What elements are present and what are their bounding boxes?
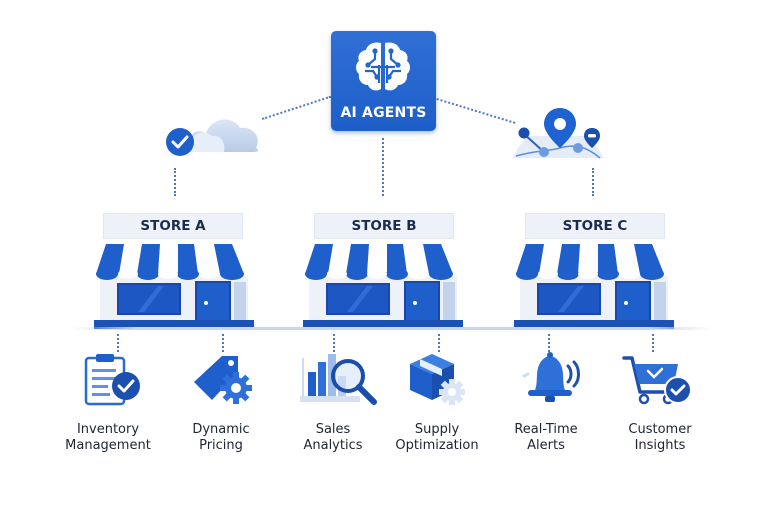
feature-line2: Management — [65, 438, 151, 453]
feature-line1: Sales — [315, 422, 351, 437]
connector-store-c-insights — [652, 334, 654, 352]
connector-map-store-c — [592, 168, 594, 196]
feature-pricing — [192, 352, 256, 408]
map-location — [508, 106, 608, 164]
feature-label-analytics: Sales Analytics — [273, 422, 393, 454]
feature-alerts — [514, 350, 584, 408]
clipboard-check-icon — [84, 354, 140, 406]
cloud-check — [162, 104, 268, 162]
feature-label-inventory: Inventory Management — [48, 422, 168, 454]
feature-line1: Inventory — [76, 422, 140, 437]
feature-label-pricing: Dynamic Pricing — [161, 422, 281, 454]
feature-line1: Dynamic — [192, 422, 250, 437]
feature-label-insights: Customer Insights — [600, 422, 720, 454]
feature-line1: Supply — [414, 422, 460, 437]
feature-line2: Insights — [634, 438, 686, 453]
feature-inventory — [82, 352, 144, 408]
feature-analytics — [298, 350, 380, 406]
connector-store-b-supply — [438, 334, 440, 352]
feature-supply — [406, 350, 470, 408]
store-c — [514, 242, 674, 330]
cart-check-icon — [622, 356, 692, 405]
brain-circuit-icon — [356, 42, 410, 91]
storefront-icon — [514, 244, 674, 329]
bell-icon — [522, 352, 580, 402]
store-a — [94, 242, 254, 330]
connector-store-b-analytics — [333, 334, 335, 352]
store-a-label: STORE A — [103, 213, 243, 239]
feature-line2: Analytics — [303, 438, 363, 453]
feature-line2: Alerts — [527, 438, 565, 453]
hub-label: AI AGENTS — [340, 105, 427, 121]
connector-store-c-alerts — [548, 334, 550, 352]
feature-line1: Real-Time — [514, 422, 578, 437]
feature-line2: Optimization — [395, 438, 479, 453]
ground-line — [72, 327, 712, 330]
store-b-label: STORE B — [314, 213, 454, 239]
feature-line1: Customer — [628, 422, 692, 437]
feature-label-alerts: Real-Time Alerts — [486, 422, 606, 454]
connector-store-a-pricing — [222, 334, 224, 352]
bar-chart-magnifier-icon — [300, 354, 377, 405]
connector-hub-map — [436, 98, 516, 124]
storefront-icon — [303, 244, 463, 329]
connector-cloud-store-a — [174, 168, 176, 196]
store-c-label: STORE C — [525, 213, 665, 239]
feature-insights — [622, 352, 696, 408]
storefront-icon — [94, 244, 254, 329]
connector-store-a-inventory — [117, 334, 119, 352]
ai-agents-hub: AI AGENTS — [331, 31, 436, 131]
cloud-check-icon — [166, 119, 259, 156]
store-b — [303, 242, 463, 330]
box-gear-icon — [410, 354, 465, 405]
connector-hub-store-b — [382, 138, 384, 196]
feature-label-supply: Supply Optimization — [377, 422, 497, 454]
connector-hub-cloud — [262, 95, 332, 120]
price-tag-gear-icon — [194, 356, 252, 404]
map-location-icon — [512, 108, 604, 159]
feature-line2: Pricing — [199, 438, 243, 453]
